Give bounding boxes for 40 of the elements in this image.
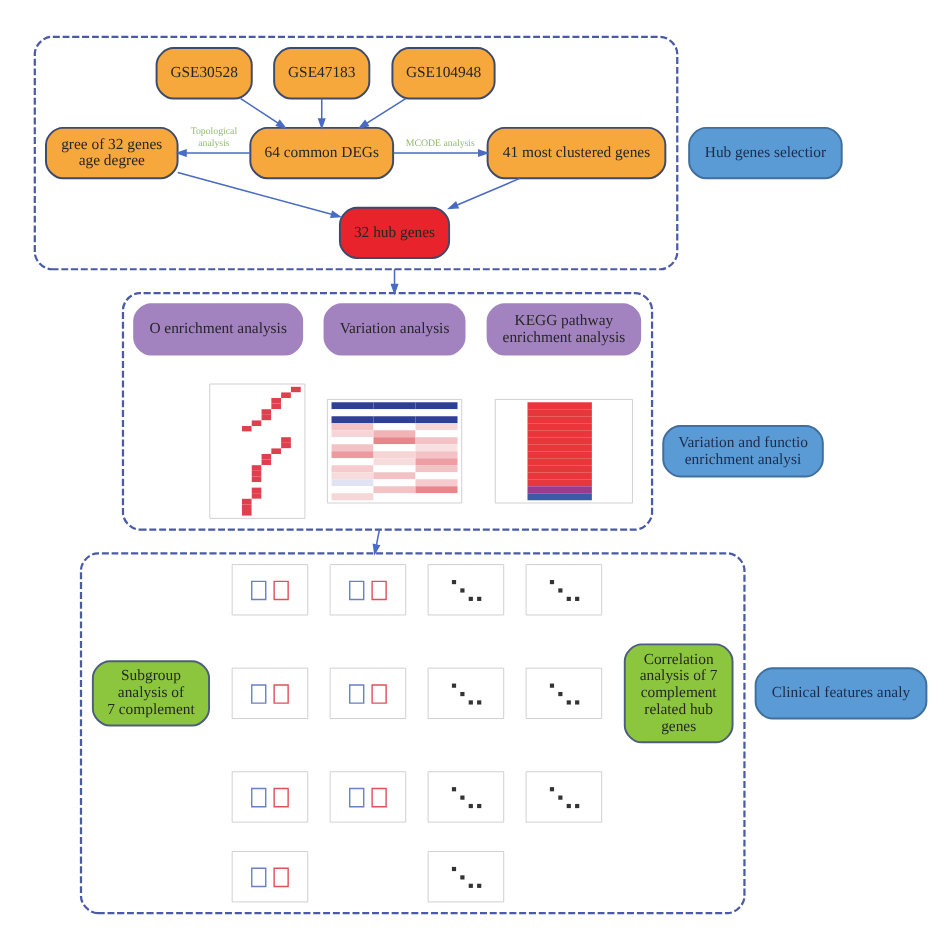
node-box: GSE47183: [272, 46, 370, 99]
node-box: Variation and functio enrichment analysi: [661, 424, 823, 477]
arrow: [174, 148, 251, 157]
arrow: [316, 96, 325, 129]
node-picture: [230, 666, 308, 718]
node-box: 41 most clustered genes: [485, 125, 666, 179]
arrow: [446, 176, 520, 209]
node-box: O enrichment analysis: [132, 302, 303, 355]
node-picture: [230, 563, 308, 615]
node-picture: [328, 563, 406, 615]
cluster: [78, 551, 745, 914]
node-box: Variation analysis: [322, 302, 465, 355]
node-box: gree of 32 genes age degree: [44, 125, 178, 179]
cluster: [120, 290, 653, 530]
arrow: [175, 170, 342, 218]
arrow: [238, 96, 287, 129]
node-box: 32 hub genes: [337, 205, 450, 259]
node-box: KEGG pathway enrichment analysis: [485, 302, 641, 355]
node-picture: [524, 563, 602, 615]
node-box: Correlation analysis of 7 complement related hub genes: [622, 642, 733, 743]
node-picture: [426, 563, 504, 615]
node-picture: [426, 666, 504, 718]
cluster: [32, 34, 678, 270]
node-box: Clinical features analy: [753, 666, 927, 719]
node-picture: [524, 666, 602, 718]
node-box: Subgroup analysis of 7 complement: [90, 659, 210, 726]
node-box: GSE104948: [390, 46, 495, 99]
node-box: Hub genes selectior: [687, 125, 842, 179]
node-box: GSE30528: [154, 46, 252, 99]
node-picture: [524, 770, 602, 822]
node-picture: [230, 770, 308, 822]
arrow: [391, 148, 489, 157]
node-box: 64 common DEGs: [248, 125, 394, 179]
node-picture: [230, 850, 308, 902]
arrow: [371, 527, 380, 555]
node-picture: [426, 770, 504, 822]
node-picture: [426, 850, 504, 902]
arrow: [356, 96, 406, 128]
node-picture: [328, 666, 406, 718]
node-picture: [328, 770, 406, 822]
